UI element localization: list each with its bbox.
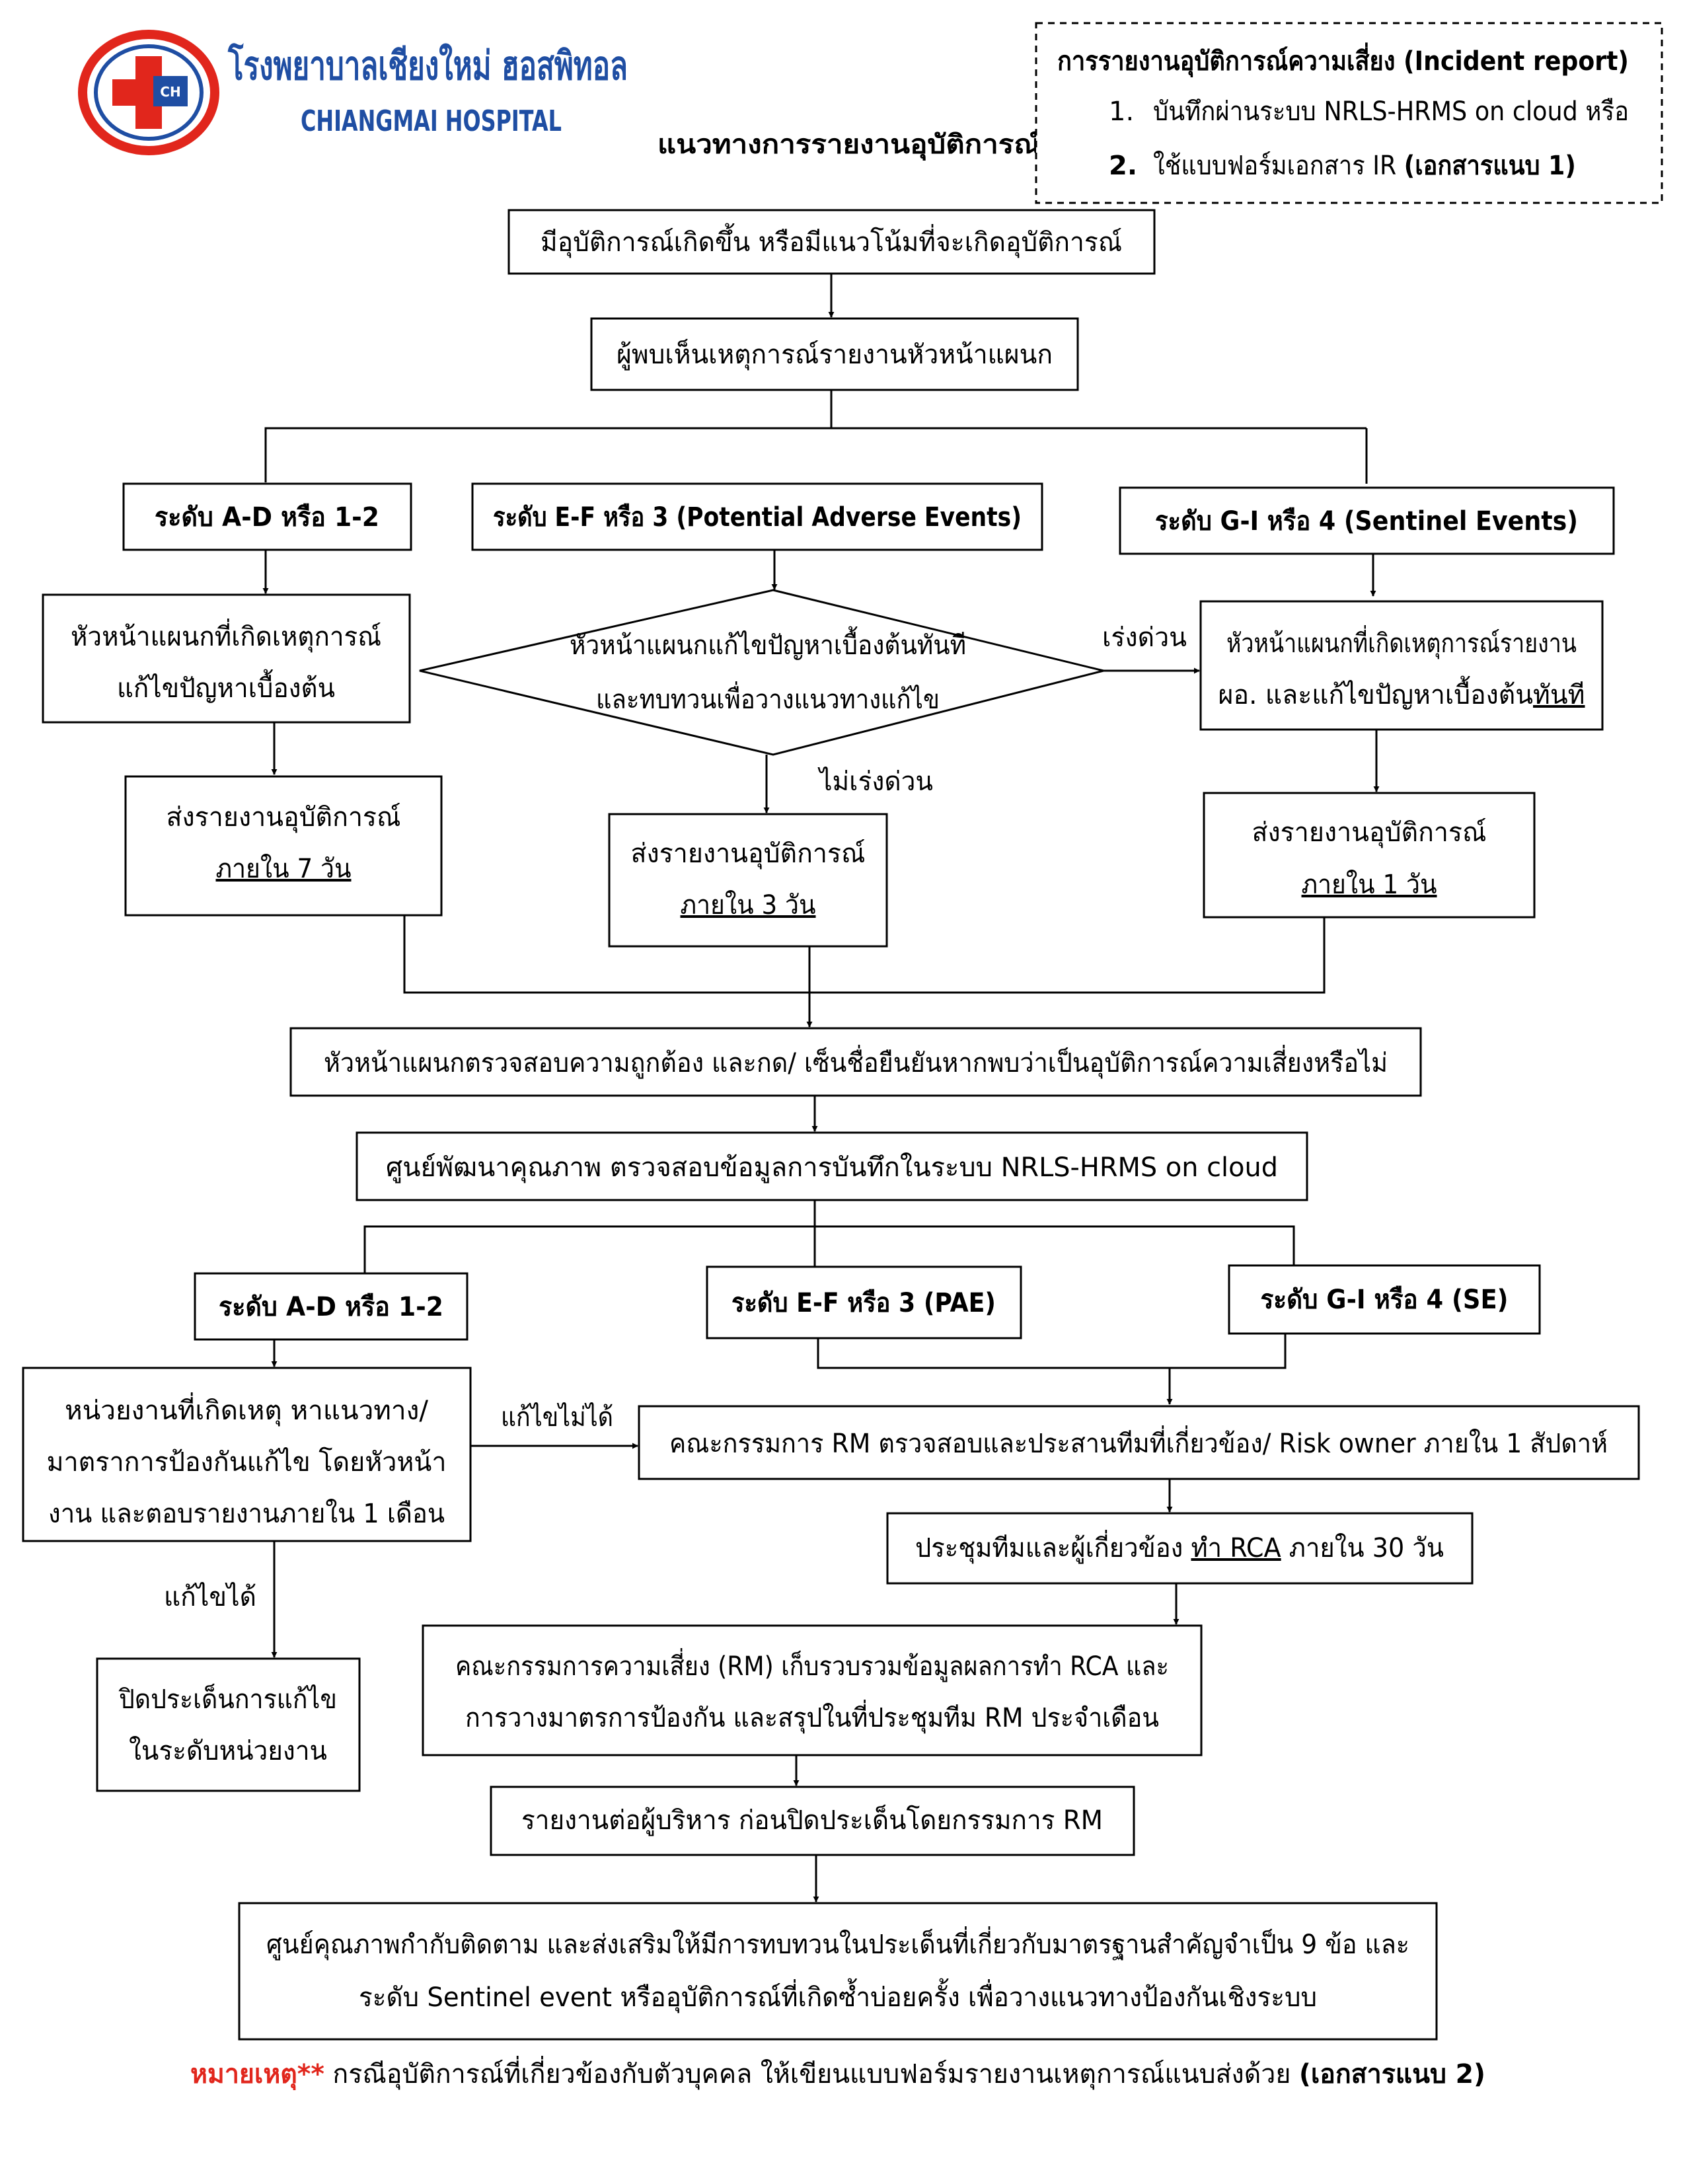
meeting-text-c: ภายใน 30 วัน xyxy=(1281,1532,1444,1563)
incident-report-item1: บันทึกผ่านระบบ NRLS-HRMS on cloud หรือ xyxy=(1153,96,1629,127)
send-report-1-line2: ภายใน 1 วัน xyxy=(1302,869,1437,900)
close-unit-box: ปิดประเด็นการแก้ไข ในระดับหน่วยงาน xyxy=(96,1657,361,1792)
logo-text-th: โรงพยาบาลเชียงใหม่ ฮอสพิทอล xyxy=(227,42,628,89)
meeting-text-a: ประชุมทีมและผู้เกี่ยวข้อง xyxy=(915,1530,1191,1564)
close-unit-line1: ปิดประเด็นการแก้ไข xyxy=(119,1683,337,1715)
unit-action-line3: งาน และตอบรายงานภายใน 1 เดือน xyxy=(48,1498,445,1529)
level-ad-box: ระดับ A-D หรือ 1-2 xyxy=(122,482,412,551)
ef-decision-diamond: หัวหน้าแผนกแก้ไขปัญหาเบื้องต้นทันที และท… xyxy=(419,589,1104,756)
unit-action-box: หน่วยงานที่เกิดเหตุ หาแนวทาง/ มาตราการป้… xyxy=(22,1367,472,1542)
incident-report-item2: ใช้แบบฟอร์มเอกสาร IR (เอกสารแนบ 1) xyxy=(1153,150,1576,181)
level2-ef-box: ระดับ E-F หรือ 3 (PAE) xyxy=(706,1265,1022,1339)
gi-action-line2: ผอ. และแก้ไขปัญหาเบื้องต้นทันที xyxy=(1218,675,1585,710)
meeting-box: ประชุมทีมและผู้เกี่ยวข้อง ทำ RCA ภายใน 3… xyxy=(886,1512,1474,1585)
rm-collect-line2: การวางมาตรการป้องกัน และสรุปในที่ประชุมท… xyxy=(465,1700,1159,1734)
not-urgent-label: ไม่เร่งด่วน xyxy=(817,767,933,797)
level-ad-text: ระดับ A-D หรือ 1-2 xyxy=(155,502,379,533)
footer-note-text: กรณีอุบัติการณ์ที่เกี่ยวข้องกับตัวบุคคล … xyxy=(324,2056,1299,2090)
gi-action-line2-underlined: ทันที xyxy=(1533,680,1585,710)
send-report-7-line1: ส่งรายงานอุบัติการณ์ xyxy=(167,802,401,833)
urgent-label: เร่งด่วน xyxy=(1102,622,1187,653)
incident-report-item2-num: 2. xyxy=(1109,151,1137,181)
footer-note-label: หมายเหตุ** xyxy=(190,2059,324,2091)
level2-gi-text: ระดับ G-I หรือ 4 (SE) xyxy=(1261,1285,1509,1315)
incident-report-item1-num: 1. xyxy=(1109,96,1134,127)
send-report-1-line1: ส่งรายงานอุบัติการณ์ xyxy=(1252,817,1487,848)
page-title: แนวทางการรายงานอุบัติการณ์ xyxy=(657,130,1041,161)
incident-report-item2-ref: (เอกสารแนบ 1) xyxy=(1404,151,1576,181)
gi-action-line2-text: ผอ. และแก้ไขปัญหาเบื้องต้น xyxy=(1218,675,1534,710)
committee-box: คณะกรรมการ RM ตรวจสอบและประสานทีมที่เกี่… xyxy=(638,1405,1640,1480)
committee-text: คณะกรรมการ RM ตรวจสอบและประสานทีมที่เกี่… xyxy=(669,1425,1608,1459)
level-ef-text: ระดับ E-F หรือ 3 (Potential Adverse Even… xyxy=(493,502,1022,533)
send-report-1-box: ส่งรายงานอุบัติการณ์ ภายใน 1 วัน xyxy=(1203,792,1536,919)
meeting-text: ประชุมทีมและผู้เกี่ยวข้อง ทำ RCA ภายใน 3… xyxy=(915,1530,1444,1564)
send-report-3-box: ส่งรายงานอุบัติการณ์ ภายใน 3 วัน xyxy=(608,813,888,948)
close-unit-line2: ในระดับหน่วยงาน xyxy=(129,1735,327,1766)
level-gi-text: ระดับ G-I หรือ 4 (Sentinel Events) xyxy=(1155,506,1578,537)
send-report-7-line2: ภายใน 7 วัน xyxy=(216,853,352,884)
gi-action-line1: หัวหน้าแผนกที่เกิดเหตุการณ์รายงาน xyxy=(1226,625,1577,659)
report-exec-text: รายงานต่อผู้บริหาร ก่อนปิดประเด็นโดยกรรม… xyxy=(521,1804,1103,1836)
rm-collect-line1: คณะกรรมการความเสี่ยง (RM) เก็บรวบรวมข้อม… xyxy=(455,1648,1169,1682)
cannot-fix-label: แก้ไขไม่ได้ xyxy=(501,1402,613,1433)
rm-collect-box: คณะกรรมการความเสี่ยง (RM) เก็บรวบรวมข้อม… xyxy=(422,1624,1203,1756)
ef-decision-line1: หัวหน้าแผนกแก้ไขปัญหาเบื้องต้นทันที xyxy=(570,626,966,661)
incident-report-box: การรายงานอุบัติการณ์ความเสี่ยง (Incident… xyxy=(1035,22,1663,204)
final-box: ศูนย์คุณภาพกำกับติดตาม และส่งเสริมให้มีก… xyxy=(238,1902,1438,2041)
level-gi-box: ระดับ G-I หรือ 4 (Sentinel Events) xyxy=(1119,486,1615,555)
incident-report-heading: การรายงานอุบัติการณ์ความเสี่ยง (Incident… xyxy=(1057,42,1629,78)
logo-badge-box xyxy=(153,76,188,106)
start-text: มีอุบัติการณ์เกิดขึ้น หรือมีแนวโน้มที่จะ… xyxy=(541,223,1122,258)
final-line2: ระดับ Sentinel event หรืออุบัติการณ์ที่เ… xyxy=(359,1978,1317,2014)
send-report-3-line1: ส่งรายงานอุบัติการณ์ xyxy=(631,839,866,870)
footer-note: หมายเหตุ** กรณีอุบัติการณ์ที่เกี่ยวข้องก… xyxy=(190,2056,1485,2091)
level2-ad-box: ระดับ A-D หรือ 1-2 xyxy=(194,1272,468,1341)
verify-text: หัวหน้าแผนกตรวจสอบความถูกต้อง และกด/ เซ็… xyxy=(324,1045,1388,1079)
can-fix-label: แก้ไขได้ xyxy=(164,1582,256,1612)
unit-action-line1: หน่วยงานที่เกิดเหตุ หาแนวทาง/ xyxy=(65,1392,429,1427)
send-report-3-line2: ภายใน 3 วัน xyxy=(681,889,816,921)
logo-badge-text: CH xyxy=(160,84,180,100)
final-line1: ศูนย์คุณภาพกำกับติดตาม และส่งเสริมให้มีก… xyxy=(266,1926,1409,1961)
incident-report-item2-text: ใช้แบบฟอร์มเอกสาร IR xyxy=(1153,150,1404,181)
level-ef-box: ระดับ E-F หรือ 3 (Potential Adverse Even… xyxy=(471,482,1043,551)
hospital-logo: CH โรงพยาบาลเชียงใหม่ ฮอสพิทอล CHIANGMAI… xyxy=(78,30,628,155)
quality-center-text: ศูนย์พัฒนาคุณภาพ ตรวจสอบข้อมูลการบันทึกใ… xyxy=(386,1152,1278,1184)
reporter-box: ผู้พบเห็นเหตุการณ์รายงานหัวหน้าแผนก xyxy=(590,317,1079,391)
level2-gi-box: ระดับ G-I หรือ 4 (SE) xyxy=(1228,1264,1541,1335)
start-box: มีอุบัติการณ์เกิดขึ้น หรือมีแนวโน้มที่จะ… xyxy=(507,209,1156,275)
logo-cross-icon xyxy=(112,56,185,129)
level2-ad-text: ระดับ A-D หรือ 1-2 xyxy=(219,1292,443,1322)
level2-ef-text: ระดับ E-F หรือ 3 (PAE) xyxy=(731,1288,996,1318)
send-report-7-box: ส่งรายงานอุบัติการณ์ ภายใน 7 วัน xyxy=(124,775,443,917)
verify-box: หัวหน้าแผนกตรวจสอบความถูกต้อง และกด/ เซ็… xyxy=(289,1027,1422,1097)
ad-action-box: หัวหน้าแผนกที่เกิดเหตุการณ์ แก้ไขปัญหาเบ… xyxy=(42,593,411,724)
ef-decision-line2: และทบทวนเพื่อวางแนวทางแก้ไข xyxy=(596,681,940,715)
unit-action-line2: มาตราการป้องกันแก้ไข โดยหัวหน้า xyxy=(47,1447,447,1478)
footer-note-ref: (เอกสารแนบ 2) xyxy=(1299,2059,1485,2090)
meeting-rca-underlined: ทำ RCA xyxy=(1191,1533,1281,1563)
gi-action-box: หัวหน้าแผนกที่เกิดเหตุการณ์รายงาน ผอ. แล… xyxy=(1199,600,1604,731)
report-exec-box: รายงานต่อผู้บริหาร ก่อนปิดประเด็นโดยกรรม… xyxy=(490,1786,1135,1856)
logo-text-en: CHIANGMAI HOSPITAL xyxy=(301,104,562,138)
quality-center-box: ศูนย์พัฒนาคุณภาพ ตรวจสอบข้อมูลการบันทึกใ… xyxy=(356,1131,1308,1201)
ad-action-line1: หัวหน้าแผนกที่เกิดเหตุการณ์ xyxy=(71,619,381,653)
ad-action-line2: แก้ไขปัญหาเบื้องต้น xyxy=(117,669,335,704)
reporter-text: ผู้พบเห็นเหตุการณ์รายงานหัวหน้าแผนก xyxy=(617,338,1053,371)
